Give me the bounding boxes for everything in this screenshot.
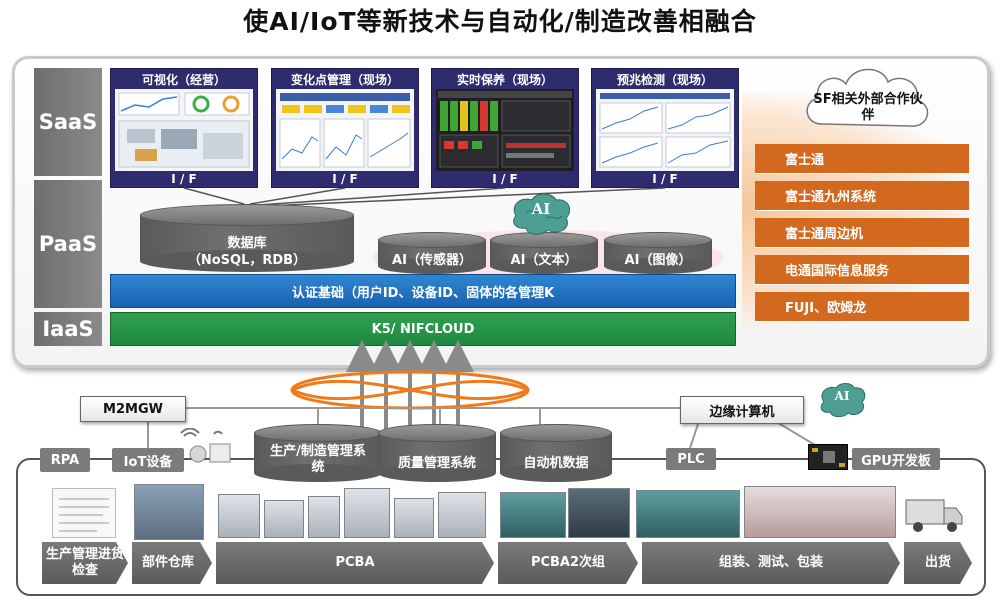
- pcba-machine-image: [394, 498, 434, 538]
- m2mgw-gateway: M2MGW: [80, 396, 186, 422]
- app-interface-label: I / F: [652, 172, 678, 186]
- partner-item: FUJI、欧姆龙: [755, 292, 969, 322]
- app-interface-label: I / F: [492, 172, 518, 186]
- process-step: 组装、测试、包装: [642, 542, 900, 584]
- app-screenshot: [115, 89, 253, 171]
- partner-header: SF相关外部合作伙伴: [813, 92, 923, 123]
- database-cylinder: 数据库 （NoSQL，RDB）: [140, 204, 354, 272]
- gpu-board-icon: [808, 444, 848, 470]
- app-title: 预兆检测（现场）: [616, 73, 713, 87]
- plc-tag: PLC: [666, 448, 716, 470]
- ai-text-module: AI（文本）: [490, 232, 598, 274]
- factory-system-label: 自动机数据: [523, 456, 589, 471]
- layer-paas-label: PaaS: [34, 180, 102, 308]
- app-title: 变化点管理（现场）: [290, 73, 399, 87]
- app-screenshot: [276, 89, 414, 171]
- quality-system-cylinder: 质量管理系统: [378, 424, 496, 482]
- app-anomaly-detection[interactable]: 预兆检测（现场） I / F: [591, 68, 739, 188]
- truck-icon: [904, 496, 964, 534]
- gpu-board-tag: GPU开发板: [852, 448, 940, 470]
- iot-device-tag: IoT设备: [112, 448, 184, 472]
- ai-badge-text: AI: [531, 200, 551, 218]
- production-system-cylinder: 生产/制造管理系统: [254, 424, 382, 482]
- app-change-point[interactable]: 变化点管理（现场） I / F: [271, 68, 419, 188]
- factory-system-label: 质量管理系统: [397, 456, 476, 471]
- ai-brain-icon: AI: [506, 192, 576, 236]
- app-visualization[interactable]: 可视化（经营） I / F: [110, 68, 258, 188]
- pcba2-machine-image: [568, 488, 630, 538]
- machine-data-cylinder: 自动机数据: [500, 424, 612, 482]
- process-step: PCBA: [216, 542, 494, 584]
- pcba-machine-image: [308, 496, 340, 538]
- process-step: 生产管理进货检查: [42, 542, 128, 584]
- ai-module-label: AI（传感器）: [392, 253, 472, 268]
- inspection-document-image: [52, 488, 116, 538]
- pcba2-machine-image: [500, 492, 566, 538]
- pcba-machine-image: [438, 492, 486, 538]
- app-screenshot: [436, 89, 574, 171]
- partner-item: 电通国际信息服务: [755, 255, 969, 285]
- app-interface-label: I / F: [171, 172, 197, 186]
- partner-item: 富士通: [755, 144, 969, 174]
- process-step: 部件仓库: [132, 542, 212, 584]
- database-label-line1: 数据库: [227, 236, 267, 251]
- app-realtime-maintenance[interactable]: 实时保养（现场） I / F: [431, 68, 579, 188]
- ai-image-module: AI（图像）: [604, 232, 712, 274]
- pcba-machine-image: [264, 500, 304, 538]
- assembly-machine-image: [636, 490, 740, 538]
- partner-item: 富士通九州系统: [755, 181, 969, 211]
- app-title: 实时保养（现场）: [456, 73, 553, 87]
- ai-sensor-module: AI（传感器）: [378, 232, 486, 274]
- pcba-machine-image: [218, 494, 260, 538]
- app-interface-label: I / F: [332, 172, 358, 186]
- layer-saas-label: SaaS: [34, 68, 102, 176]
- process-step: PCBA2次组: [498, 542, 638, 584]
- app-screenshot: [596, 89, 734, 171]
- edge-computer: 边缘计算机: [680, 396, 804, 424]
- partner-item: 富士通周边机: [755, 218, 969, 248]
- partner-cloud-icon: [798, 62, 938, 140]
- process-step: 出货: [904, 542, 972, 584]
- parts-warehouse-image: [134, 484, 204, 540]
- rpa-tag: RPA: [40, 448, 90, 472]
- ai-module-label: AI（图像）: [624, 253, 692, 268]
- layer-iaas-label: IaaS: [34, 312, 102, 346]
- ai-module-label: AI（文本）: [510, 253, 578, 268]
- database-label-line2: （NoSQL，RDB）: [187, 253, 307, 268]
- pcba-machine-image: [344, 488, 390, 538]
- auth-foundation-bar: 认证基础（用户ID、设备ID、固体的各管理K: [110, 274, 736, 308]
- page-title: 使AI/IoT等新技术与自动化/制造改善相融合: [243, 7, 757, 36]
- edge-ai-badge-text: AI: [834, 389, 850, 403]
- factory-system-label: 生产/制造管理系统: [270, 444, 366, 475]
- app-title: 可视化（经营）: [141, 73, 226, 87]
- iot-sensor-icon: [176, 427, 236, 468]
- edge-ai-brain-icon: AI: [816, 382, 868, 418]
- assembly-line-image: [744, 486, 896, 538]
